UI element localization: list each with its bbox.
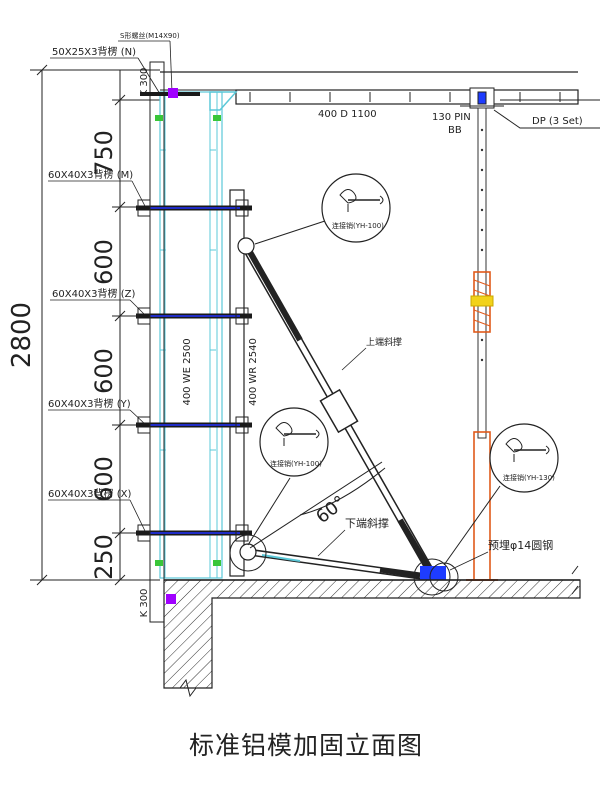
waler-z-label: 60X40X3背楞 (Z) [52, 287, 135, 300]
waler-y-label: 60X40X3背楞 (Y) [48, 397, 131, 410]
dim-seg-top: 750 [90, 130, 118, 176]
waler-m-label: 60X40X3背楞 (M) [48, 168, 133, 181]
dim-total: 2800 [7, 302, 37, 368]
bolt-label: S形螺丝(M14X90) [120, 31, 180, 40]
angle-marker [249, 461, 386, 549]
wall-formwork [149, 61, 245, 623]
dim-seg-bottom: 250 [90, 534, 118, 580]
dp-label: DP (3 Set) [532, 116, 583, 127]
pin-callout-3: 连接销(YH-130) [443, 423, 559, 566]
dim-seg-2: 600 [90, 239, 118, 285]
upper-brace [237, 237, 436, 578]
pin-callout-3-label: 连接销(YH-130) [503, 473, 555, 482]
walers [136, 88, 252, 542]
pin-label: 130 PIN [432, 112, 471, 123]
dim-seg-3: 600 [90, 348, 118, 394]
waler-n [140, 88, 200, 98]
pin-callout-1: 连接销(YH-100) [254, 173, 391, 245]
wall-panel-label: 400 WE 2500 [182, 338, 193, 405]
waler-m [136, 199, 252, 217]
pin-callout-1-label: 连接销(YH-100) [332, 221, 384, 230]
upper-brace-label: 上端斜撑 [366, 336, 402, 348]
slab-formwork [160, 71, 579, 111]
floor-slab [163, 565, 581, 698]
slab-panel-label: 400 D 1100 [318, 109, 377, 120]
waler-x-label: 60X40X3背楞 (X) [48, 487, 131, 500]
top-waler-label: 50X25X3背楞 (N) [52, 45, 136, 58]
k300-top-label: K 300 [139, 68, 150, 97]
lower-brace [239, 543, 424, 580]
waler-z [136, 307, 252, 325]
dimension-chain [30, 64, 160, 586]
steel-prop [466, 107, 498, 581]
pin-callout-2-label: 连接销(YH-100) [270, 459, 322, 468]
drawing-caption: 标准铝模加固立面图 [188, 731, 423, 760]
prop-head [460, 87, 600, 129]
lower-brace-label: 下端斜撑 [345, 516, 389, 530]
bb-label: BB [448, 125, 462, 136]
dim-seg-4: 600 [90, 456, 118, 502]
pin-callout-2: 连接销(YH-100) [247, 407, 329, 546]
embed-label: 预埋φ14圆钢 [488, 539, 553, 552]
waler-x [136, 524, 252, 542]
waler-y [136, 416, 252, 434]
waler-panel-label: 400 WR 2540 [248, 338, 259, 406]
k300-bottom-label: K 300 [139, 589, 150, 618]
